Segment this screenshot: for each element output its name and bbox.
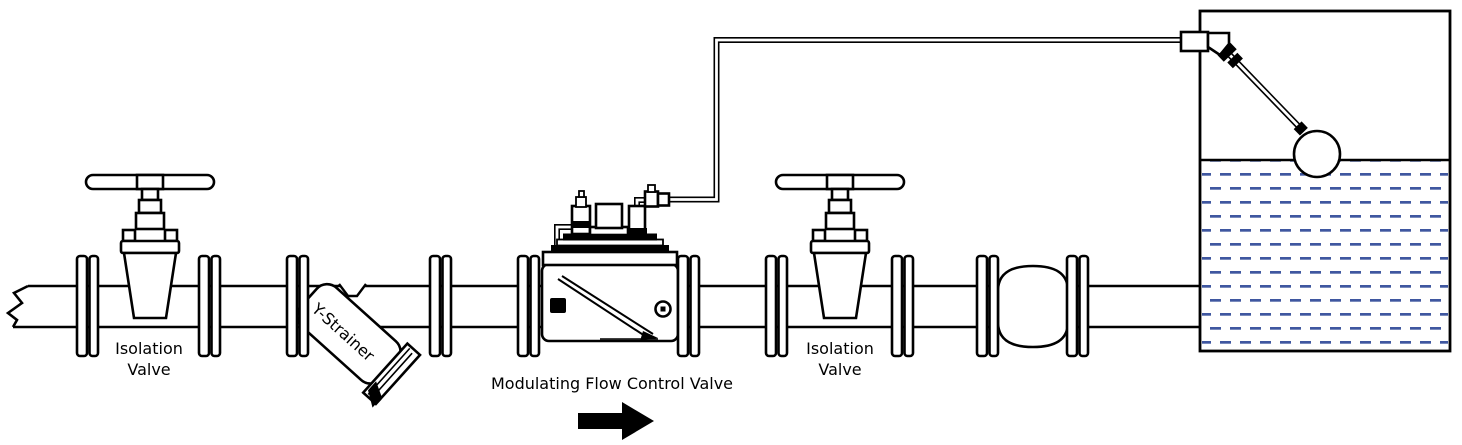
tube-union-fitting bbox=[656, 192, 671, 207]
isolation-valve-right-label: Isolation Valve bbox=[806, 339, 874, 379]
strainer-cap-plug bbox=[368, 381, 382, 408]
float-arm-nut bbox=[1217, 42, 1237, 62]
flexible-coupling bbox=[996, 264, 1070, 349]
storage-tank bbox=[1198, 9, 1452, 353]
isolation-valve-left-label: Isolation Valve bbox=[115, 339, 183, 379]
valve-seat-wedge bbox=[640, 331, 658, 341]
float-arm-connector bbox=[1293, 121, 1308, 136]
control-tube bbox=[666, 37, 1185, 203]
tube-union-nub bbox=[647, 184, 656, 193]
modulating-flow-control-valve bbox=[540, 37, 1185, 343]
diaphragm-band bbox=[551, 245, 669, 253]
pilot-valve-left-tip bbox=[578, 190, 585, 198]
float-ball bbox=[1292, 129, 1342, 179]
pipe-break-icon bbox=[5, 284, 29, 328]
float-arm bbox=[1228, 53, 1303, 131]
strainer-top-notch bbox=[338, 283, 367, 298]
pilot-valve-left bbox=[570, 204, 592, 236]
modulating-valve-label: Modulating Flow Control Valve bbox=[490, 374, 734, 393]
flange bbox=[676, 254, 701, 358]
float-arm-nut bbox=[1227, 52, 1243, 69]
pilot-control-box bbox=[594, 202, 624, 230]
tank-inlet-fitting bbox=[1179, 30, 1210, 53]
pilot-fitting-right-band bbox=[627, 228, 647, 234]
diaphragm-cover-plate bbox=[541, 250, 679, 267]
flange bbox=[428, 254, 453, 358]
valve-seat-diagonal bbox=[557, 275, 654, 339]
flange bbox=[975, 254, 1000, 358]
flange bbox=[285, 254, 310, 358]
isolation-gate-valve-right bbox=[774, 173, 906, 320]
tank-water bbox=[1202, 161, 1448, 350]
flange bbox=[890, 254, 915, 358]
flange bbox=[764, 254, 789, 358]
pilot-valve-left-stem bbox=[575, 196, 587, 208]
float-valve bbox=[1179, 30, 1342, 179]
isolation-gate-valve-left bbox=[84, 173, 216, 320]
body-port-plug bbox=[550, 298, 566, 313]
tank-outline bbox=[1198, 9, 1452, 353]
control-tube bbox=[666, 38, 1185, 201]
tube-union-fitting bbox=[643, 190, 660, 208]
body-port-center bbox=[660, 306, 666, 312]
diaphragm-band bbox=[563, 233, 657, 241]
flow-arrow-icon bbox=[578, 402, 654, 440]
flange bbox=[516, 254, 541, 358]
pilot-valve-left-band bbox=[572, 221, 590, 228]
flange bbox=[1065, 254, 1090, 358]
